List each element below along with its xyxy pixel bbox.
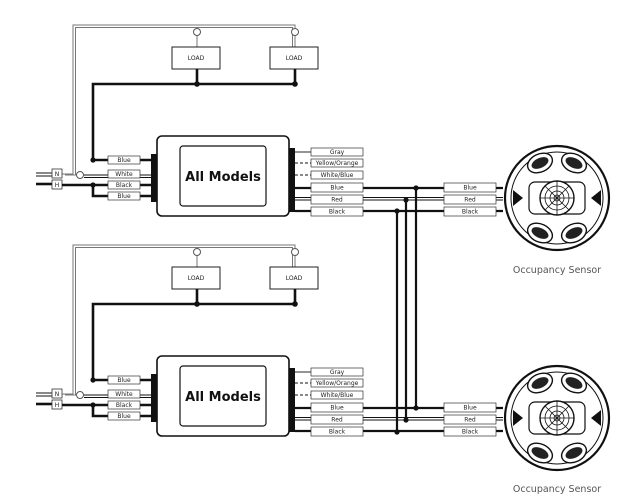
wire-tag: Black — [116, 182, 133, 189]
wire-tag: Blue — [117, 377, 131, 384]
wire-tag: Black — [116, 402, 133, 409]
wire-tag: Red — [331, 197, 343, 204]
output-wire-tags-2: Gray Yellow/Orange White/Blue Blue Red B… — [310, 367, 364, 437]
occupancy-sensor-icon-2 — [503, 364, 611, 472]
output-wire-tags-1: Gray Yellow/Orange White/Blue Blue Red B… — [310, 147, 364, 217]
wire-tag: Black — [462, 429, 479, 436]
wire-tag: Gray — [330, 369, 345, 376]
terminal-h-label: H — [55, 182, 60, 189]
sensor-wire-tags-2: Blue Red Black — [443, 402, 497, 437]
terminal-n-label: N — [55, 171, 60, 178]
sensor-caption: Occupancy Sensor — [513, 265, 601, 276]
wiring-unit-2: LOAD LOAD N H — [36, 244, 611, 495]
interconnect-bus — [395, 188, 418, 432]
terminal-h-label: H — [55, 402, 60, 409]
wire-tag: Gray — [330, 149, 345, 156]
wire-tag: Red — [464, 417, 476, 424]
wire-tag: Yellow/Orange — [315, 160, 359, 167]
wire-tag: Black — [329, 209, 346, 216]
occupancy-sensor-icon-1 — [503, 144, 611, 252]
load-label: LOAD — [188, 275, 205, 282]
wire-tag: Black — [462, 209, 479, 216]
wire-tag: Black — [329, 429, 346, 436]
wire-tag: White — [115, 171, 133, 178]
input-wire-tags-1: Blue White Black Blue — [107, 155, 141, 201]
wire-tag: Blue — [117, 413, 131, 420]
load-box-2b: LOAD — [269, 266, 319, 290]
wire-tag: White/Blue — [321, 392, 354, 399]
wire-tag: White — [115, 391, 133, 398]
wire-tag: White/Blue — [321, 172, 354, 179]
wire-tag: Red — [331, 417, 343, 424]
wire-tag: Yellow/Orange — [315, 380, 359, 387]
controller-label: All Models — [185, 170, 261, 185]
controller-module-2: All Models — [151, 355, 295, 437]
load-label: LOAD — [188, 55, 205, 62]
controller-module-1: All Models — [151, 135, 295, 217]
supply-input-1 — [36, 172, 52, 186]
input-wire-tags-2: Blue White Black Blue — [107, 375, 141, 421]
load-label: LOAD — [286, 275, 303, 282]
wire-tag: Blue — [330, 405, 344, 412]
wire-tag: Blue — [463, 185, 477, 192]
wire-tag: Blue — [117, 193, 131, 200]
load-box-1b: LOAD — [269, 46, 319, 70]
wiring-unit-1: LOAD LOAD N H — [36, 24, 611, 276]
sensor-wire-tags-1: Blue Red Black — [443, 182, 497, 217]
wire-tag: Blue — [117, 157, 131, 164]
load-box-2a: LOAD — [171, 266, 221, 290]
wire-tag: Red — [464, 197, 476, 204]
load-box-1a: LOAD — [171, 46, 221, 70]
sensor-caption: Occupancy Sensor — [513, 484, 601, 495]
controller-label: All Models — [185, 390, 261, 405]
load-label: LOAD — [286, 55, 303, 62]
wire-tag: Blue — [463, 405, 477, 412]
terminal-n-1 — [51, 168, 63, 179]
terminal-n-label: N — [55, 391, 60, 398]
wire-tag: Blue — [330, 185, 344, 192]
